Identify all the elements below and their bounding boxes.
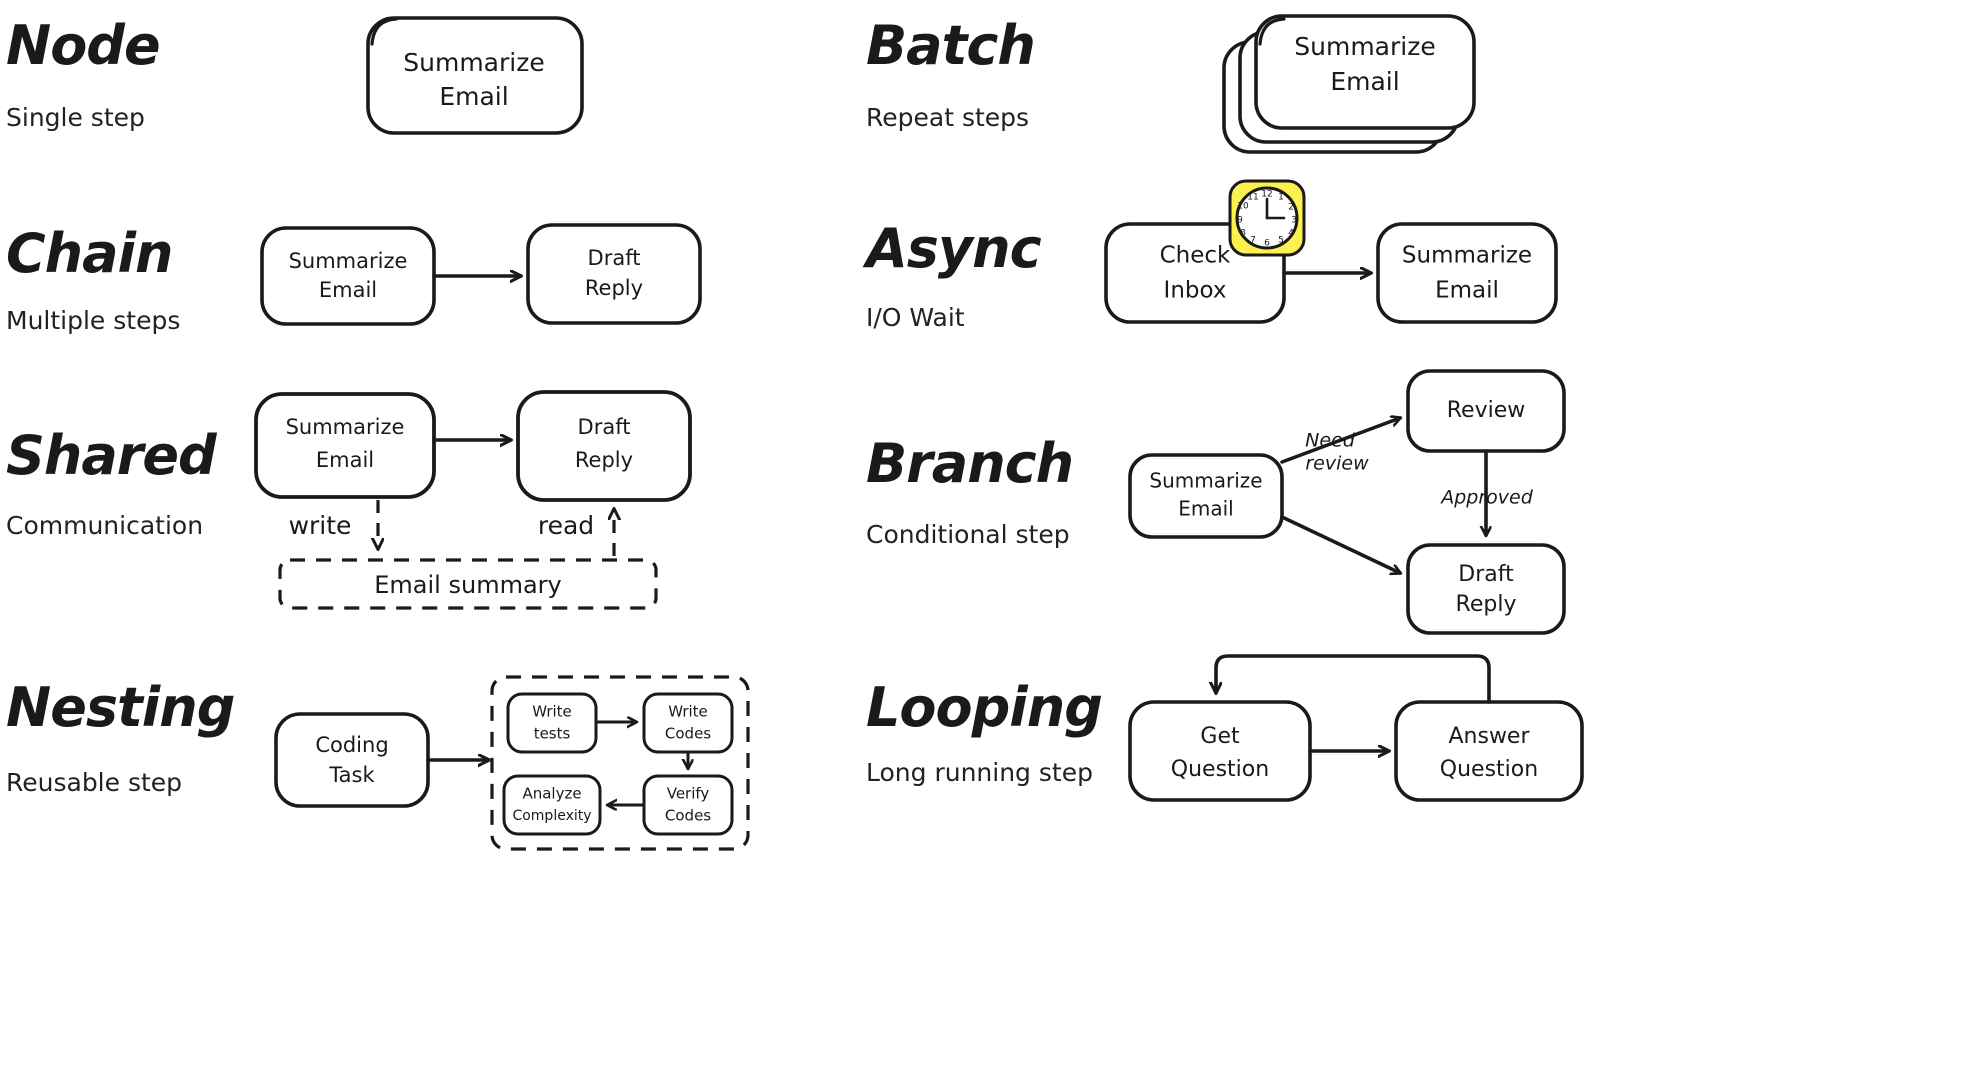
chain-box-draft-reply[interactable] [526, 223, 702, 325]
batch-diagram: Summarize Email [1222, 14, 1476, 154]
looping-box-answer-question[interactable] [1394, 700, 1584, 802]
subflow-label3-line1: Verify [667, 785, 710, 803]
nesting-subflow-container[interactable] [490, 675, 750, 851]
section-title-batch: Batch [866, 14, 1036, 77]
node-box-summarize-email[interactable] [366, 16, 584, 135]
clock-num-1: 1 [1278, 193, 1284, 203]
batch-label-line2: Email [1330, 67, 1399, 96]
section-title-shared: Shared [6, 424, 217, 487]
node-diagram: Summarize Email [366, 16, 584, 135]
async-box-summarize-email[interactable] [1376, 222, 1558, 324]
async-diagram: Check Inbox Summarize Email 12 1 2 3 4 5… [1104, 179, 1558, 324]
branch-label3-line2: Reply [1456, 592, 1517, 617]
chain-diagram: Summarize Email Draft Reply [260, 223, 702, 326]
nesting-box-coding-task[interactable] [274, 712, 430, 808]
section-subtitle-looping: Long running step [866, 758, 1093, 787]
clock-num-7: 7 [1250, 236, 1256, 246]
section-subtitle-nesting: Reusable step [6, 768, 183, 797]
branch-box-summarize-email[interactable] [1128, 453, 1284, 539]
clock-num-10: 10 [1237, 202, 1249, 212]
section-title-branch: Branch [866, 432, 1074, 495]
clock-num-12: 12 [1261, 190, 1272, 200]
clock-num-5: 5 [1278, 236, 1284, 246]
branch-edge-label-approved: Approved [1439, 487, 1533, 509]
batch-box-summarize-email[interactable] [1254, 14, 1476, 130]
looping-label2-line2: Question [1440, 757, 1538, 782]
clock-num-4: 4 [1288, 229, 1294, 239]
clock-num-9: 9 [1237, 216, 1243, 226]
chain-label1-line2: Email [319, 278, 377, 302]
looping-diagram: Get Question Answer Question [1128, 654, 1584, 802]
nesting-label-line1: Coding [315, 733, 388, 757]
branch-edge-need-review [1280, 418, 1400, 464]
section-title-looping: Looping [866, 676, 1103, 739]
subflow-label2-line2: Codes [665, 725, 711, 743]
branch-box-draft-reply[interactable] [1406, 543, 1566, 635]
section-subtitle-async: I/O Wait [866, 303, 965, 332]
shared-diagram: Summarize Email Draft Reply Email summar… [254, 390, 692, 610]
subflow-label1-line1: Write [532, 703, 572, 721]
shared-label2-line2: Reply [575, 448, 633, 472]
shared-box-summarize-email[interactable] [254, 392, 436, 499]
sketch-stroke [370, 17, 398, 46]
chain-label2-line2: Reply [585, 276, 643, 300]
looping-label1-line2: Question [1171, 757, 1269, 782]
shared-label1-line2: Email [316, 448, 374, 472]
subflow-box-analyze-complexity[interactable] [502, 774, 602, 836]
shared-box-draft-reply[interactable] [516, 390, 692, 502]
shared-label2-line1: Draft [578, 415, 631, 439]
node-label-line2: Email [439, 82, 508, 111]
subflow-label3-line2: Codes [665, 807, 711, 825]
looping-edge-back [1216, 654, 1491, 704]
subflow-label1-line2: tests [534, 725, 571, 743]
section-title-async: Async [866, 217, 1042, 280]
looping-box-get-question[interactable] [1128, 700, 1312, 802]
async-label1-line1: Check [1160, 243, 1231, 269]
section-subtitle-batch: Repeat steps [866, 103, 1030, 132]
looping-label2-line1: Answer [1448, 724, 1530, 749]
branch-edge-direct [1280, 515, 1400, 573]
branch-edge-label-need-review-line2: review [1305, 453, 1369, 475]
clock-icon: 12 1 2 3 4 5 6 7 8 9 10 11 [1228, 179, 1306, 257]
section-title-node: Node [6, 14, 161, 77]
branch-label1-line1: Summarize [1149, 469, 1262, 493]
branch-label3-line1: Draft [1458, 562, 1514, 587]
section-title-nesting: Nesting [6, 676, 235, 739]
async-label2-line2: Email [1435, 278, 1499, 304]
shared-edge-label-read: read [538, 511, 594, 540]
subflow-label4-line2: Complexity [512, 808, 591, 824]
branch-label1-line2: Email [1178, 497, 1234, 521]
batch-label-line1: Summarize [1294, 32, 1435, 61]
chain-label1-line1: Summarize [289, 249, 408, 273]
branch-label2: Review [1447, 398, 1526, 423]
section-subtitle-node: Single step [6, 103, 145, 132]
section-title-chain: Chain [6, 222, 173, 285]
shared-store-label: Email summary [374, 571, 561, 599]
chain-label2-line1: Draft [588, 246, 641, 270]
shared-edge-label-write: write [289, 511, 352, 540]
section-subtitle-shared: Communication [6, 511, 204, 540]
clock-num-8: 8 [1240, 229, 1246, 239]
async-label1-line2: Inbox [1164, 278, 1227, 304]
branch-edge-label-need-review-line1: Need [1305, 430, 1356, 452]
looping-label1-line1: Get [1200, 724, 1240, 749]
clock-num-3: 3 [1291, 216, 1297, 226]
nesting-diagram: Coding Task Write tests Write Codes Veri… [274, 675, 750, 851]
subflow-label4-line1: Analyze [522, 785, 581, 803]
section-subtitle-branch: Conditional step [866, 520, 1070, 549]
chain-box-summarize-email[interactable] [260, 226, 436, 326]
sketch-stroke [1258, 17, 1286, 46]
branch-diagram: Summarize Email Review Draft Reply Need … [1128, 369, 1566, 635]
node-label-line1: Summarize [403, 48, 544, 77]
subflow-label2-line1: Write [668, 703, 708, 721]
clock-num-2: 2 [1288, 203, 1294, 213]
clock-num-6: 6 [1264, 239, 1270, 249]
nesting-label-line2b: Task [328, 763, 375, 787]
clock-num-11: 11 [1247, 193, 1258, 203]
async-label2-line1: Summarize [1402, 243, 1532, 269]
section-subtitle-chain: Multiple steps [6, 306, 181, 335]
shared-label1-line1: Summarize [286, 415, 405, 439]
